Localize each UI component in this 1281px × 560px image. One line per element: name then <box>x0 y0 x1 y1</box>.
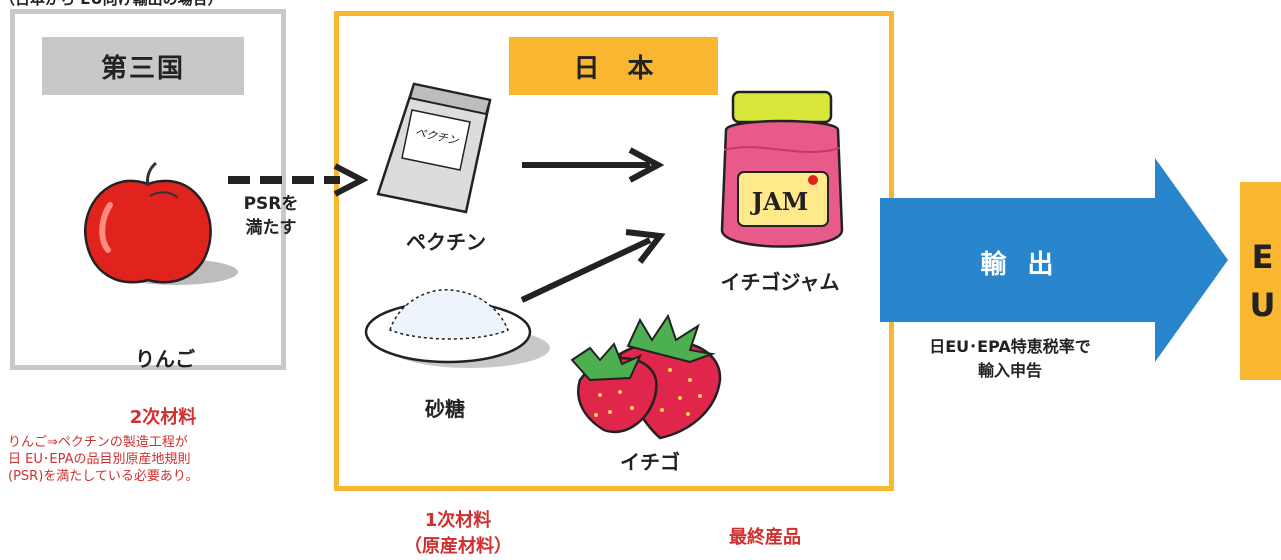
strawberry-illustration <box>570 313 722 440</box>
final-product-label: 最終産品 <box>729 527 801 548</box>
secondary-material-title: 2次材料 <box>129 407 197 428</box>
jam-label-text: JAM <box>750 187 809 216</box>
secondary-note-line3: (PSR)を満たしている必要あり。 <box>8 469 199 484</box>
psr-label-line1: PSRを <box>243 194 299 214</box>
eu-box: E U <box>1240 182 1281 380</box>
export-note-line1: 日EU･EPA特恵税率で <box>929 337 1091 356</box>
japan-title: 日本 <box>509 37 718 95</box>
jam-label: イチゴジャム <box>720 270 840 294</box>
secondary-note-line1: りんご⇒ペクチンの製造工程が <box>8 435 188 450</box>
export-arrow <box>880 158 1228 362</box>
pectin-to-jam-arrow <box>522 147 665 183</box>
eu-letter-u: U <box>1249 286 1276 324</box>
sugar-label: 砂糖 <box>425 397 465 421</box>
secondary-material-note: りんご⇒ペクチンの製造工程が 日 EU･EPAの品目別原産地規則 (PSR)を満… <box>8 434 199 485</box>
sugar-to-jam-arrow <box>520 229 666 303</box>
primary-material-label: 1次材料 （原産材料） <box>378 508 538 560</box>
export-note-line2: 輸入申告 <box>977 361 1042 380</box>
export-label: 輸 出 <box>980 250 1060 280</box>
sugar-plate-illustration <box>364 289 550 368</box>
secondary-note-line2: 日 EU･EPAの品目別原産地規則 <box>8 452 191 467</box>
dashed-arrow <box>228 163 369 197</box>
primary-material-line2: （原産材料） <box>404 536 512 557</box>
psr-label-line2: 満たす <box>245 218 297 238</box>
primary-material-line1: 1次材料 <box>424 510 492 531</box>
apple-label: りんご <box>135 347 195 371</box>
strawberry-label: イチゴ <box>620 450 680 474</box>
jam-jar-illustration: JAM <box>720 90 844 248</box>
header-note: （日本から EU向け輸出の場合） <box>0 0 223 9</box>
apple-illustration <box>83 161 238 285</box>
third-country-title: 第三国 <box>42 37 244 95</box>
psr-label: PSRを 満たす <box>236 192 306 240</box>
pectin-bag-illustration: ペクチン <box>376 82 492 214</box>
export-note: 日EU･EPA特恵税率で 輸入申告 <box>880 335 1140 383</box>
eu-letter-e: E <box>1251 238 1274 276</box>
pectin-label: ペクチン <box>406 230 486 254</box>
third-country-box <box>10 9 286 370</box>
